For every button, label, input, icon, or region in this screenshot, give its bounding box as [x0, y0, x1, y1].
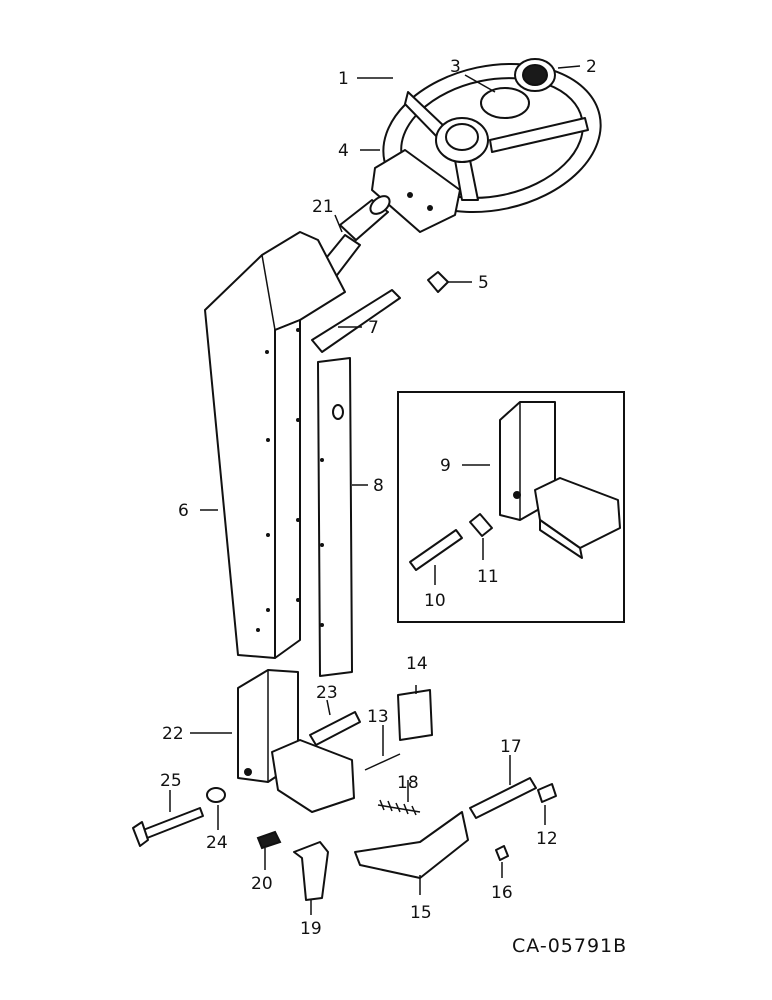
leader-lines	[169, 65, 581, 915]
callout-8: 8	[373, 476, 384, 496]
side-panel	[317, 357, 353, 677]
shaft	[469, 777, 537, 819]
callout-5: 5	[478, 273, 489, 293]
callout-19: 19	[300, 919, 322, 939]
callout-12: 12	[536, 829, 558, 849]
support-strap	[311, 289, 401, 353]
center-cap	[480, 87, 530, 119]
column-cover	[204, 231, 346, 659]
callout-23: 23	[316, 683, 338, 703]
callout-14: 14	[406, 654, 428, 674]
callout-2: 2	[586, 57, 597, 77]
horn-button	[514, 58, 556, 92]
callout-21: 21	[312, 197, 334, 217]
callout-11: 11	[477, 567, 499, 587]
bushing	[206, 787, 226, 803]
callout-10: 10	[424, 591, 446, 611]
callout-labels: 1 2 3 4 5 6 7 8 9 10 11 12 13 14 15 16 1…	[160, 57, 597, 939]
return-spring	[377, 799, 421, 816]
callout-17: 17	[500, 737, 522, 757]
callout-13: 13	[367, 707, 389, 727]
clip	[537, 783, 557, 803]
callout-3: 3	[450, 57, 461, 77]
detail-inset-frame	[397, 391, 625, 623]
callout-20: 20	[251, 874, 273, 894]
callout-22: 22	[162, 724, 184, 744]
callout-4: 4	[338, 141, 349, 161]
lower-bracket	[354, 811, 469, 879]
small-plate	[397, 689, 433, 741]
callout-24: 24	[206, 833, 228, 853]
callout-9: 9	[440, 456, 451, 476]
callout-7: 7	[368, 318, 379, 338]
inset-pin	[409, 529, 463, 571]
callout-16: 16	[491, 883, 513, 903]
nut	[495, 845, 509, 861]
clip-part	[427, 271, 449, 293]
mounting-plate	[371, 149, 461, 233]
drawing-code: CA-05791B	[512, 935, 627, 957]
inset-bushing	[469, 513, 493, 537]
pedal-bracket	[237, 669, 355, 813]
pivot-pin	[309, 711, 361, 746]
bolt	[132, 807, 204, 847]
callout-18: 18	[397, 773, 419, 793]
pedal-pad	[256, 830, 282, 850]
inset-pedal-bracket	[499, 401, 621, 559]
callout-25: 25	[160, 771, 182, 791]
callout-1: 1	[338, 69, 349, 89]
callout-15: 15	[410, 903, 432, 923]
link-rod	[364, 753, 401, 771]
pedal-arm	[293, 841, 329, 901]
callout-6: 6	[178, 501, 189, 521]
